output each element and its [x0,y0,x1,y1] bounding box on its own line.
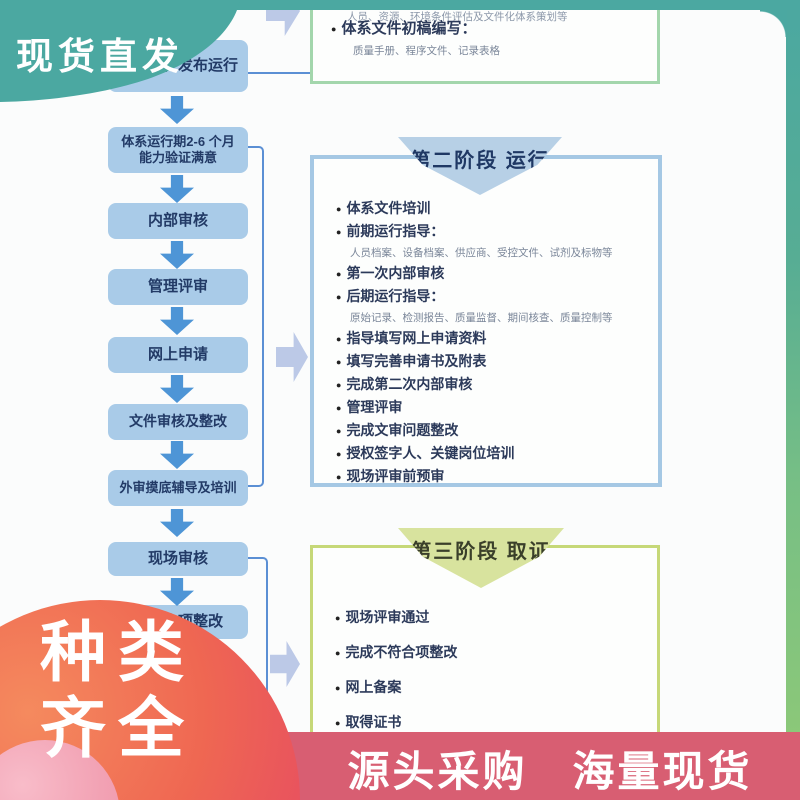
variety-badge-line2: 齐全 [40,691,196,765]
right-frame-strip [786,0,800,745]
stage-bullet-item: 现场评审通过 [335,610,457,626]
stage-bullet-item: 授权签字人、关键岗位培训 [336,446,613,462]
down-arrow-icon [160,375,194,403]
top-left-badge [0,0,262,112]
flow-step-label: 现场审核 [147,549,208,567]
stage-bullet-item: 第一次内部审核 [336,266,613,282]
stage1-panel: 人员、资源、环境条件评估及文件化体系策划等 体系文件初稿编写： 质量手册、程序文… [310,0,660,84]
stage-bullet-item: 完成不符合项整改 [335,645,457,661]
stage-bullet-item: 管理评审 [336,400,613,416]
variety-badge-line1: 种类 [40,615,196,689]
right-arrow-icon [270,641,300,687]
flow-step-label: 网上申请 [147,345,208,363]
flow-step-box: 管理评审 [108,269,248,305]
stage-bullet-item: 填写完善申请书及附表 [336,354,613,370]
flow-step-box: 网上申请 [108,337,248,373]
stage1-sub-item: 质量手册、程序文件、记录表格 [353,45,500,57]
top-left-badge-text: 现货直发 [16,36,184,77]
stage-bullet-item: 取得证书 [335,715,457,731]
bottom-banner-text: 源头采购 海量现货 [347,748,753,795]
stage-bullet-item: 后期运行指导： [336,289,613,305]
stage-bullet-item: 体系文件培训 [336,201,613,217]
stage-bullet-item: 完成文审问题整改 [336,423,613,439]
stage-bullet-item: 网上备案 [335,680,457,696]
flow-step-box: 内部审核 [108,203,248,239]
stage-sub-item: 人员档案、设备档案、供应商、受控文件、试剂及标物等 [350,247,613,259]
connector-line [246,146,264,487]
down-arrow-icon [160,175,194,203]
stage2-panel: 体系文件培训 前期运行指导： 人员档案、设备档案、供应商、受控文件、试剂及标物等… [310,155,662,487]
stage-bullet-item: 现场评审前预审 [336,469,613,485]
down-arrow-icon [160,509,194,537]
stage3-title: 第三阶段 取证 [411,541,551,563]
stage-bullet-item: 完成第二次内部审核 [336,377,613,393]
stage-sub-item: 原始记录、检测报告、质量监督、期间核查、质量控制等 [350,312,613,324]
frame-corner [760,10,787,37]
stage-bullet-item: 前期运行指导： [336,224,613,240]
down-arrow-icon [160,307,194,335]
flow-step-label: 内部审核 [147,211,208,229]
flow-step-label: 体系运行期2-6 个月 能力验证满意 [121,133,235,165]
stage-bullet-item: 指导填写网上申请资料 [336,331,613,347]
flow-step-label: 外审摸底辅导及培训 [119,479,237,495]
flow-step-box: 文件审核及整改 [108,404,248,440]
flow-step-label: 文件审核及整改 [129,413,227,430]
variety-badge-text: 种类 齐全 [40,614,196,766]
down-arrow-icon [160,241,194,269]
stage2-title: 第二阶段 运行 [410,150,550,172]
down-arrow-icon [160,578,194,606]
flow-step-label: 管理评审 [147,277,208,295]
connector-line [246,72,310,74]
down-arrow-icon [160,441,194,469]
ribbon-shape [0,0,240,102]
flow-step-box: 外审摸底辅导及培训 [108,470,248,506]
right-arrow-icon [276,332,308,382]
flow-step-box: 体系运行期2-6 个月 能力验证满意 [108,127,248,173]
stage1-bullet-item: 体系文件初稿编写： [331,21,476,37]
top-frame-band [0,0,800,10]
flow-step-box: 现场审核 [108,542,248,576]
